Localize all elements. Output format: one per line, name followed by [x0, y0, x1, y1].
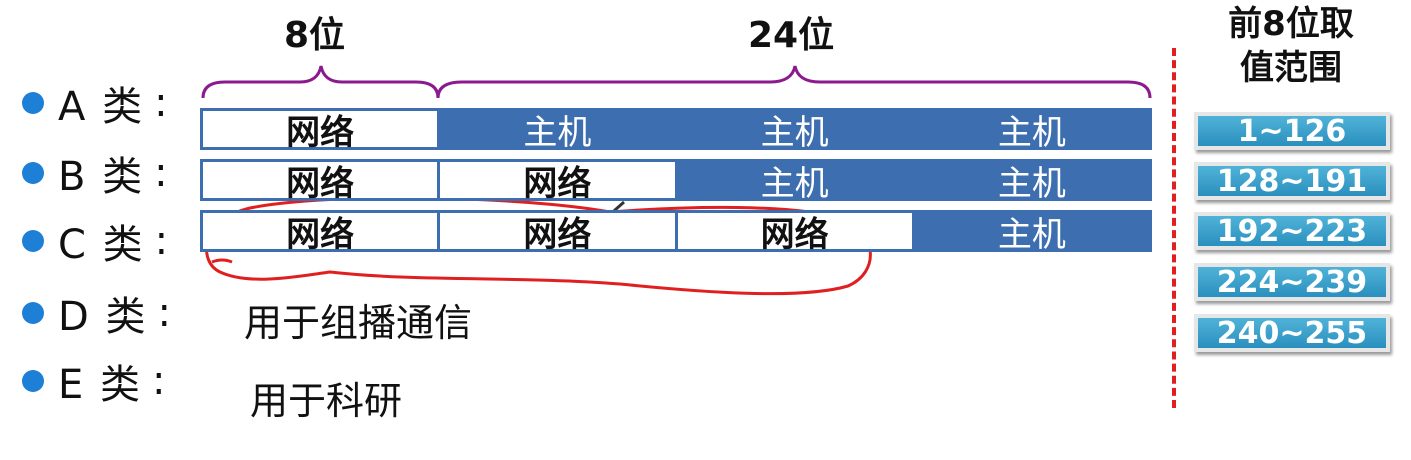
range-class-d: 224~239 — [1194, 263, 1390, 301]
bullet-icon — [22, 302, 44, 324]
address-row-b: 网络 网络 主机 主机 — [200, 159, 1152, 204]
range-header-line2: 值范围 — [1240, 48, 1342, 88]
range-class-a: 1~126 — [1194, 112, 1390, 150]
network-cell: 网络 — [440, 213, 678, 255]
class-label-c: C 类 : — [22, 216, 168, 268]
bits-label-24: 24位 — [748, 15, 835, 56]
bullet-icon — [22, 370, 44, 392]
address-row-c: 网络 网络 网络 主机 — [200, 210, 1152, 255]
range-class-b: 128~191 — [1194, 162, 1390, 200]
range-header-line1: 前8位取 — [1228, 4, 1354, 44]
bullet-icon — [22, 162, 44, 184]
bits-label-8: 8位 — [284, 15, 346, 56]
host-cell: 主机 — [914, 213, 1149, 255]
address-row-a: 网络 主机 主机 主机 — [200, 108, 1152, 153]
host-cell: 主机 — [677, 111, 915, 153]
network-cell: 网络 — [203, 111, 441, 153]
network-cell: 网络 — [203, 213, 441, 255]
dashed-separator — [1172, 48, 1176, 408]
host-cell: 主机 — [677, 162, 915, 204]
usage-text-e: 用于科研 — [250, 379, 403, 423]
range-class-e: 240~255 — [1194, 314, 1390, 352]
host-cell: 主机 — [914, 111, 1149, 153]
network-cell: 网络 — [203, 162, 441, 204]
bullet-icon — [22, 92, 44, 114]
annotation-tail — [211, 258, 233, 264]
range-header: 前8位取 值范围 — [1196, 2, 1386, 90]
class-label-a: A 类 : — [22, 78, 168, 130]
usage-text-d: 用于组播通信 — [244, 301, 473, 345]
network-cell: 网络 — [677, 213, 915, 255]
class-label-b: B 类 : — [22, 148, 168, 200]
host-cell: 主机 — [440, 111, 678, 153]
bullet-icon — [22, 230, 44, 252]
range-class-c: 192~223 — [1194, 212, 1390, 250]
host-cell: 主机 — [914, 162, 1149, 204]
class-label-e: E 类 : — [22, 356, 165, 408]
network-cell: 网络 — [440, 162, 678, 204]
class-label-d: D 类 : — [22, 288, 171, 340]
brace-8-bits — [201, 65, 440, 99]
brace-24-bits — [436, 65, 1152, 99]
